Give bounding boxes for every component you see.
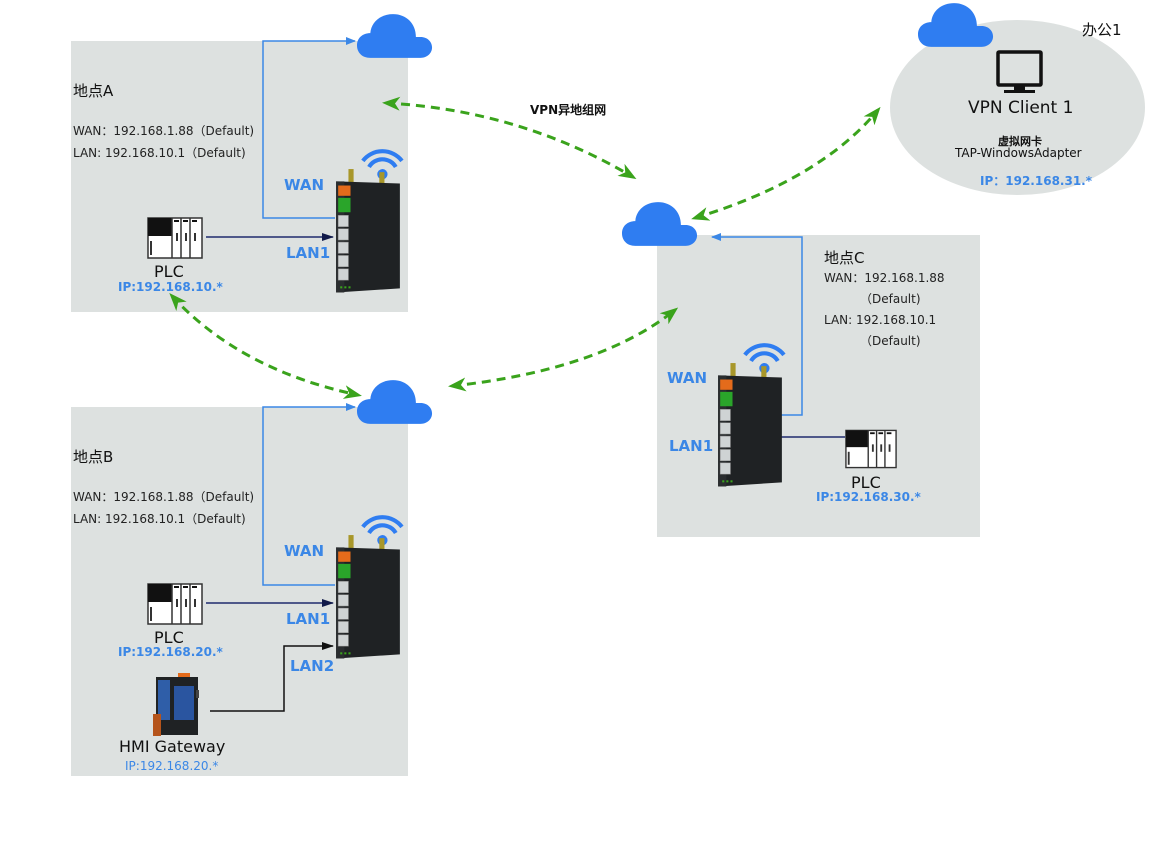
site-b-plc-label: PLC	[154, 628, 184, 647]
site-b-wan-info: WAN：192.168.1.88（Default)	[73, 490, 255, 504]
wan-link-site-c	[711, 233, 803, 416]
office-title: 办公1	[1082, 21, 1122, 39]
site-c-plc-label: PLC	[851, 473, 881, 492]
site-a-port-wan: WAN	[284, 176, 325, 194]
vpn-client-name: VPN Client 1	[968, 98, 1074, 118]
cloud-icon-office	[918, 3, 994, 47]
site-b-port-lan1: LAN1	[286, 610, 331, 628]
virtual-adapter-label: 虚拟网卡	[998, 135, 1042, 148]
lan2-link-site-b	[210, 642, 334, 712]
office-client-area	[890, 20, 1145, 195]
wan-link-site-b	[262, 403, 356, 586]
site-c-wan-note: （Default)	[860, 292, 921, 306]
site-c-port-wan: WAN	[667, 369, 708, 387]
router-icon-site-a	[336, 151, 402, 292]
site-a-wan-info: WAN：192.168.1.88（Default)	[73, 124, 255, 138]
vpn-tunnel-a-to-b	[169, 293, 362, 399]
router-icon-site-b	[336, 517, 402, 658]
site-c-lan-info: LAN: 192.168.10.1	[824, 313, 937, 327]
vpn-client-ip: IP：192.168.31.*	[980, 174, 1093, 188]
site-c-panel	[657, 235, 980, 537]
plc-icon-site-a	[147, 217, 203, 259]
cloud-icon-site-b	[357, 380, 433, 424]
site-b-title: 地点B	[73, 448, 114, 466]
site-c-title: 地点C	[824, 249, 865, 267]
site-b-hmi-ip: IP:192.168.20.*	[125, 759, 219, 773]
vpn-tunnel-c-to-client	[691, 106, 881, 221]
vpn-tunnel-b-to-c	[448, 307, 679, 392]
site-b-port-wan: WAN	[284, 542, 325, 560]
site-a-port-lan1: LAN1	[286, 244, 331, 262]
cloud-icon-site-a	[357, 14, 433, 58]
vpn-tunnel-a-to-c	[382, 96, 637, 180]
site-a-title: 地点A	[73, 82, 114, 100]
site-c-plc-ip: IP:192.168.30.*	[816, 490, 921, 504]
site-b-hmi-label: HMI Gateway	[119, 737, 226, 756]
router-icon-site-c	[718, 345, 784, 486]
hmi-gateway-icon	[153, 673, 199, 736]
plc-icon-site-c	[845, 429, 897, 469]
site-a-plc-label: PLC	[154, 262, 184, 281]
site-c-wan-info: WAN：192.168.1.88	[824, 271, 945, 285]
site-b-lan-info: LAN: 192.168.10.1（Default)	[73, 512, 246, 526]
monitor-icon	[996, 50, 1043, 93]
site-a-plc-ip: IP:192.168.10.*	[118, 280, 223, 294]
site-c-lan-note: （Default)	[860, 334, 921, 348]
site-a-lan-info: LAN: 192.168.10.1（Default)	[73, 146, 246, 160]
site-b-port-lan2: LAN2	[290, 657, 335, 675]
cloud-icon-site-c	[622, 202, 698, 246]
wan-link-site-a	[262, 37, 356, 219]
plc-icon-site-b	[147, 583, 203, 625]
vpn-network-label: VPN异地组网	[530, 103, 607, 117]
site-c-port-lan1: LAN1	[669, 437, 714, 455]
site-b-plc-ip: IP:192.168.20.*	[118, 645, 223, 659]
virtual-adapter-name: TAP-WindowsAdapter	[955, 146, 1082, 160]
